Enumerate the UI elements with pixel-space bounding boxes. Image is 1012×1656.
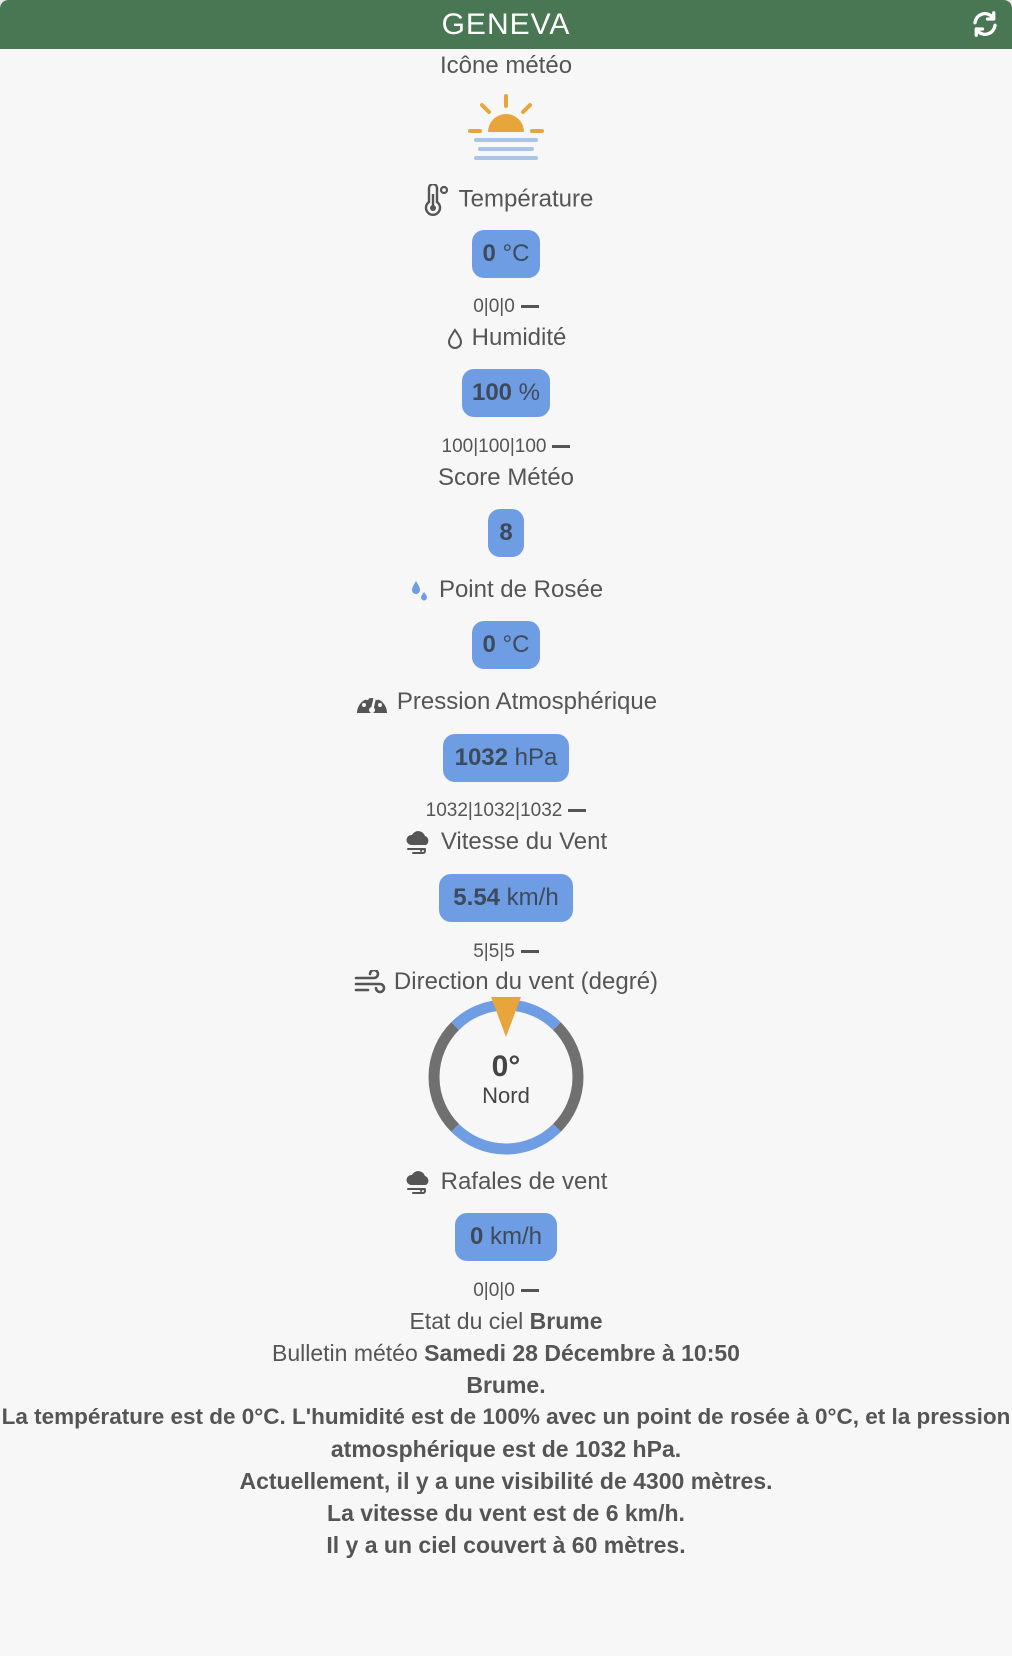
bulletin-line: Brume. <box>466 1372 546 1398</box>
humidity-badge: 100 % <box>462 369 550 417</box>
gusts-label: Rafales de vent <box>0 1168 1012 1196</box>
sky-state: Etat du ciel Brume <box>0 1308 1012 1335</box>
gusts-value: 0 <box>469 1223 484 1250</box>
dew-point-label: Point de Rosée <box>0 576 1012 604</box>
pressure-badge: 1032 hPa <box>443 734 569 782</box>
wind-compass: 0° Nord <box>424 995 588 1159</box>
pressure-label: Pression Atmosphérique <box>0 688 1012 717</box>
pressure-minmax-text: 1032|1032|1032 <box>425 800 563 821</box>
temperature-label: Température <box>0 184 1012 216</box>
bulletin-date: Samedi 28 Décembre à 10:50 <box>424 1340 740 1366</box>
temperature-unit: °C <box>495 240 530 267</box>
compass-ring-segment <box>428 1022 460 1132</box>
score-badge: 8 <box>488 509 524 557</box>
wind-speed-value: 5.54 <box>453 884 501 911</box>
temperature-value: 0 <box>482 240 496 267</box>
humidity-value: 100 <box>471 379 513 406</box>
refresh-icon[interactable] <box>970 9 1000 39</box>
temperature-minmax: 0|0|0 <box>0 296 1012 318</box>
wind-speed-badge: 5.54 km/h <box>439 874 573 922</box>
wind-speed-label-text: Vitesse du Vent <box>440 828 608 855</box>
wind-icon <box>354 969 386 993</box>
dew-point-badge: 0 °C <box>472 621 540 669</box>
compass-dial <box>428 997 584 1155</box>
humidity-label-text: Humidité <box>471 324 567 351</box>
bulletin-line: La vitesse du vent est de 6 km/h. <box>327 1500 685 1526</box>
bulletin-line: Actuellement, il y a une visibilité de 4… <box>239 1468 773 1494</box>
bulletin-header: Bulletin météo Samedi 28 Décembre à 10:5… <box>0 1340 1012 1367</box>
sun-haze-icon <box>468 94 544 160</box>
wind-direction-pointer <box>491 997 521 1037</box>
humidity-minmax: 100|100|100 <box>0 436 1012 458</box>
gusts-label-text: Rafales de vent <box>440 1168 608 1195</box>
trend-dash-icon <box>520 305 539 309</box>
bulletin-line: atmosphérique est de 1032 hPa. <box>330 1436 682 1462</box>
humidity-label: Humidité <box>0 324 1012 352</box>
widget-header: GENEVA <box>0 0 1012 49</box>
thermometer-icon <box>424 184 448 216</box>
wind-speed-unit: km/h <box>500 884 559 911</box>
humidity-unit: % <box>512 379 541 406</box>
temperature-badge: 0 °C <box>472 230 540 278</box>
dew-point-unit: °C <box>495 631 530 658</box>
humidity-minmax-text: 100|100|100 <box>441 436 547 457</box>
trend-dash-icon <box>568 809 587 813</box>
temperature-label-text: Température <box>458 185 594 213</box>
wind-direction-label: Direction du vent (degré) <box>0 968 1012 996</box>
bulletin-line: La température est de 0°C. L'humidité es… <box>1 1404 1011 1429</box>
trend-dash-icon <box>520 950 539 954</box>
pressure-minmax: 1032|1032|1032 <box>0 800 1012 822</box>
score-value: 8 <box>499 519 513 546</box>
gauge-icon <box>356 695 387 713</box>
sky-state-label: Etat du ciel <box>409 1308 530 1334</box>
dew-point-value: 0 <box>482 631 496 658</box>
temperature-minmax-text: 0|0|0 <box>473 296 515 317</box>
wind-cardinal: Nord <box>482 1083 530 1108</box>
trend-dash-icon <box>520 1289 539 1293</box>
gusts-minmax: 0|0|0 <box>0 1280 1012 1302</box>
pressure-value: 1032 <box>454 744 508 771</box>
compass-ring-segment <box>451 1123 561 1155</box>
bulletin-label: Bulletin météo <box>272 1340 425 1366</box>
dew-point-label-text: Point de Rosée <box>438 576 604 603</box>
wind-direction-label-text: Direction du vent (degré) <box>393 968 659 995</box>
pressure-unit: hPa <box>508 744 558 771</box>
gusts-badge: 0 km/h <box>455 1213 557 1261</box>
wind-speed-label: Vitesse du Vent <box>0 828 1012 856</box>
dew-drops-icon <box>411 580 427 601</box>
trend-dash-icon <box>552 445 571 449</box>
gusts-minmax-text: 0|0|0 <box>473 1280 515 1301</box>
city-title: GENEVA <box>441 8 571 41</box>
droplet-icon <box>447 327 462 349</box>
wind-degree: 0° <box>491 1050 521 1083</box>
compass-ring-segment <box>552 1022 584 1132</box>
wind-speed-minmax: 5|5|5 <box>0 941 1012 963</box>
wind-speed-minmax-text: 5|5|5 <box>473 941 515 962</box>
sky-state-value: Brume <box>529 1308 603 1334</box>
cloud-wind-icon <box>406 830 429 854</box>
weather-icon-label: Icône météo <box>439 52 573 79</box>
gusts-unit: km/h <box>483 1223 543 1250</box>
score-label: Score Météo <box>437 464 575 491</box>
pressure-label-text: Pression Atmosphérique <box>396 688 658 715</box>
bulletin-line: Il y a un ciel couvert à 60 mètres. <box>326 1532 686 1558</box>
cloud-wind-icon <box>406 1170 429 1194</box>
